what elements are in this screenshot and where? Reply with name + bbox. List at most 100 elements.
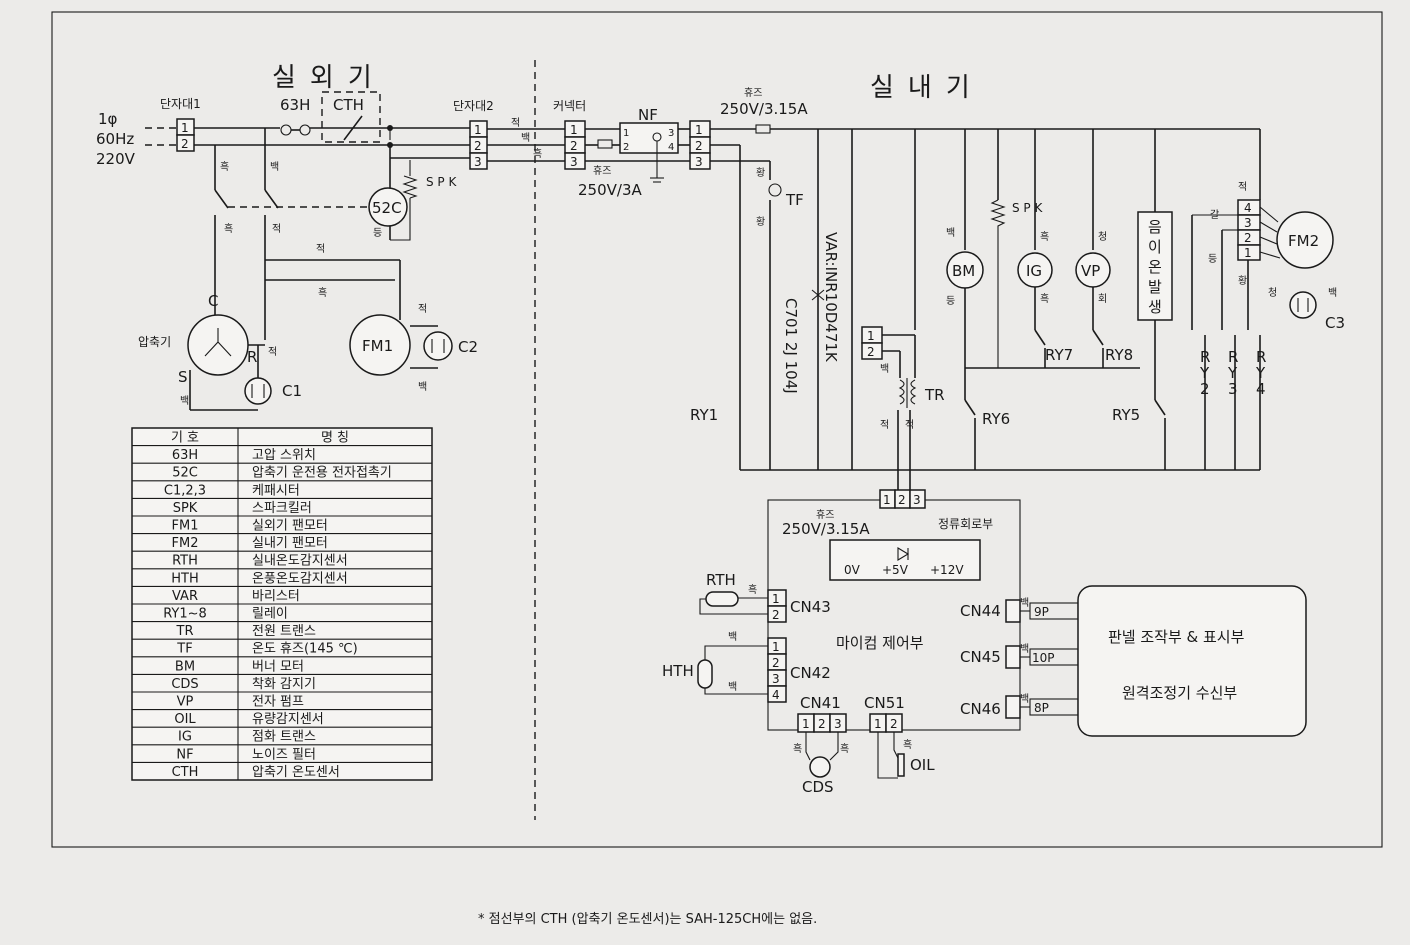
svg-text:백: 백 [1020,643,1029,655]
svg-text:백: 백 [180,395,189,407]
terminal2-label: 단자대2 [453,99,494,113]
terminal1-label: 단자대1 [160,97,201,111]
legend-symbol: CTH [172,765,199,780]
ion-char: 이 [1148,238,1162,256]
room-temp-sensor-rth [705,591,739,607]
legend-name: 실외기 팬모터 [252,519,328,534]
svg-text:흑: 흑 [903,738,912,751]
compressor [187,314,249,376]
svg-text:흑: 흑 [793,742,802,755]
svg-text:1: 1 [570,123,578,137]
capacitor-c2 [423,331,453,361]
svg-text:백: 백 [728,681,737,693]
svg-text:3: 3 [668,128,674,139]
ion-generator-label: 음 이 온 발 생 [1148,218,1167,316]
svg-text:1: 1 [867,329,875,343]
power-voltage: 220V [96,150,136,168]
legend-symbol: C1,2,3 [164,483,206,498]
relay-ry8: RY8 [1105,346,1133,364]
legend-name: 릴레이 [252,607,288,622]
relay-ry7: RY7 [1045,346,1073,364]
capacitor-c1 [244,377,272,405]
svg-text:청: 청 [1268,287,1277,299]
legend-symbol: NF [176,747,193,762]
svg-text:흑: 흑 [224,222,233,235]
legend-symbol: OIL [174,712,196,727]
cn44-label: CN44 [960,602,1001,620]
label-c1: C1 [282,382,302,400]
relay-ry2-char: R [1200,348,1210,366]
svg-text:4: 4 [1244,201,1252,215]
legend-symbol: CDS [171,677,198,692]
relay-ry1: RY1 [690,406,718,424]
label-c2: C2 [458,338,478,356]
cn45-label: CN45 [960,648,1001,666]
volt-12: +12V [930,563,964,577]
svg-text:등: 등 [1208,253,1217,265]
board-pin3 [909,489,926,509]
svg-text:백: 백 [418,381,427,393]
hot-air-temp-sensor-hth [697,659,713,689]
svg-text:3: 3 [913,493,921,507]
connector-label: 커넥터 [553,99,586,113]
indoor-title: 실내기 [870,73,984,103]
label-fm1: FM1 [362,337,393,355]
legend-symbol: TF [176,642,192,657]
svg-text:흑: 흑 [1040,230,1049,243]
svg-text:회: 회 [1098,293,1107,305]
svg-text:적: 적 [880,419,889,431]
legend-header-symbol: 기 호 [171,431,199,446]
svg-text:백: 백 [521,132,530,144]
compressor-c: C [208,292,218,310]
cn41-label: CN41 [800,694,841,712]
svg-text:2: 2 [772,656,780,670]
oil-level-sensor [897,753,905,777]
noise-filter [619,122,679,154]
svg-text:2: 2 [818,717,826,731]
panel-display-block [1077,585,1307,737]
svg-text:1: 1 [802,717,810,731]
power-phase: 1φ [98,110,118,128]
legend-name: 노이즈 필터 [252,747,316,762]
legend-symbol: RY1~8 [163,607,207,622]
svg-text:4: 4 [668,142,674,153]
svg-text:2: 2 [181,137,189,151]
label-ig: IG [1026,262,1042,280]
relay-ry2-char: 2 [1200,380,1210,398]
footnote: * 점선부의 CTH (압축기 온도센서)는 SAH-125CH에는 없음. [478,912,818,927]
relay-ry6: RY6 [982,410,1010,428]
spark-killer-spk [390,160,418,241]
label-tr: TR [924,386,945,404]
svg-text:적: 적 [418,303,427,315]
svg-text:3: 3 [570,155,578,169]
legend-name: 압축기 운전용 전자접촉기 [252,466,392,481]
relay-ry3-char: 3 [1228,380,1238,398]
svg-text:1: 1 [1244,246,1252,260]
legend-header-name: 명 칭 [321,431,349,446]
cth-dashed-box [321,91,381,143]
svg-text:흑: 흑 [318,286,327,299]
svg-text:3: 3 [695,155,703,169]
legend-symbol: RTH [172,554,198,569]
svg-text:2: 2 [890,717,898,731]
legend-name: 전자 펌프 [252,695,304,710]
svg-text:3: 3 [834,717,842,731]
svg-text:휴즈: 휴즈 [593,165,611,177]
svg-text:4: 4 [772,688,780,702]
svg-text:3: 3 [772,672,780,686]
capacitor-c701-label: C701 2J 104J [782,298,800,394]
cn46-pins: 8P [1034,701,1049,715]
svg-text:휴즈: 휴즈 [744,87,762,99]
relay-ry3-char: R [1228,348,1238,366]
relay-ry4-char: Y [1255,364,1266,382]
hth-label: HTH [662,662,694,680]
fan-motor-fm1 [349,314,411,376]
thermal-fuse-tf [768,183,782,197]
legend-name: 온풍온도감지센서 [252,571,348,586]
svg-text:2: 2 [772,608,780,622]
cds-label: CDS [802,778,834,796]
micom-label: 마이컴 제어부 [836,634,924,652]
